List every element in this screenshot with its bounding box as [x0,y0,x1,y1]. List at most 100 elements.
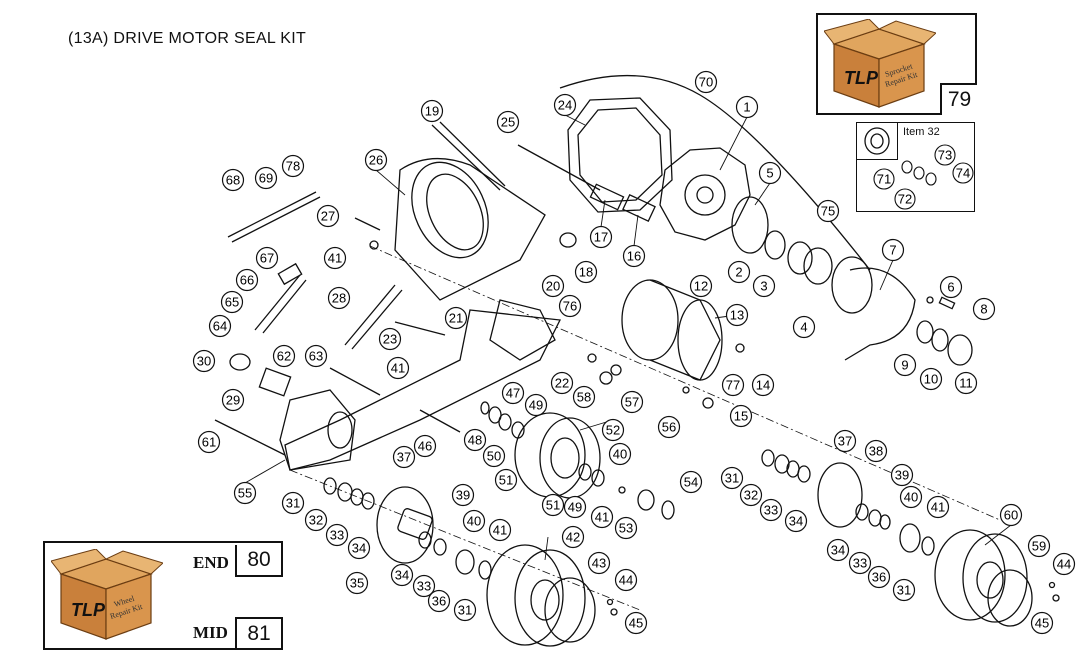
callout-13[interactable]: 13 [725,303,749,327]
callout-78[interactable]: 78 [281,154,305,178]
callout-35[interactable]: 35 [345,571,369,595]
mid-kit-number[interactable]: 81 [235,617,281,648]
callout-22[interactable]: 22 [550,371,574,395]
callout-40[interactable]: 40 [608,442,632,466]
callout-63[interactable]: 63 [304,344,328,368]
callout-7[interactable]: 7 [881,238,905,262]
callout-50[interactable]: 50 [482,444,506,468]
callout-12[interactable]: 12 [689,274,713,298]
callout-33[interactable]: 33 [848,551,872,575]
callout-41[interactable]: 41 [323,246,347,270]
callout-1[interactable]: 1 [735,95,759,119]
callout-61[interactable]: 61 [197,430,221,454]
callout-55[interactable]: 55 [233,481,257,505]
callout-33[interactable]: 33 [759,498,783,522]
callout-34[interactable]: 34 [826,538,850,562]
callout-36[interactable]: 36 [867,565,891,589]
callout-51[interactable]: 51 [541,493,565,517]
callout-68[interactable]: 68 [221,168,245,192]
callout-18[interactable]: 18 [574,260,598,284]
callout-67[interactable]: 67 [255,246,279,270]
callout-75[interactable]: 75 [816,199,840,223]
callout-10[interactable]: 10 [919,367,943,391]
callout-37[interactable]: 37 [833,429,857,453]
callout-34[interactable]: 34 [390,563,414,587]
callout-70[interactable]: 70 [694,70,718,94]
inset-callout-73[interactable]: 73 [934,144,956,166]
callout-25[interactable]: 25 [496,110,520,134]
callout-41[interactable]: 41 [488,518,512,542]
callout-33[interactable]: 33 [412,574,436,598]
callout-41[interactable]: 41 [926,495,950,519]
callout-60[interactable]: 60 [999,503,1023,527]
callout-58[interactable]: 58 [572,385,596,409]
callout-42[interactable]: 42 [561,525,585,549]
callout-16[interactable]: 16 [622,244,646,268]
callout-47[interactable]: 47 [501,381,525,405]
callout-2[interactable]: 2 [727,260,751,284]
callout-45[interactable]: 45 [624,611,648,635]
callout-6[interactable]: 6 [939,275,963,299]
callout-32[interactable]: 32 [304,508,328,532]
callout-15[interactable]: 15 [729,404,753,428]
callout-56[interactable]: 56 [657,415,681,439]
callout-46[interactable]: 46 [413,434,437,458]
callout-59[interactable]: 59 [1027,534,1051,558]
callout-31[interactable]: 31 [892,578,916,602]
callout-62[interactable]: 62 [272,344,296,368]
callout-69[interactable]: 69 [254,166,278,190]
callout-41[interactable]: 41 [590,505,614,529]
callout-44[interactable]: 44 [614,568,638,592]
callout-77[interactable]: 77 [721,373,745,397]
inset-callout-71[interactable]: 71 [873,168,895,190]
callout-11[interactable]: 11 [954,371,978,395]
callout-64[interactable]: 64 [208,314,232,338]
callout-53[interactable]: 53 [614,516,638,540]
inset-callout-72[interactable]: 72 [894,188,916,210]
callout-44[interactable]: 44 [1052,552,1076,576]
callout-65[interactable]: 65 [220,290,244,314]
wheel-repair-kit-box[interactable]: TLP Wheel Repair Kit END 80 MID 81 [43,541,283,650]
callout-43[interactable]: 43 [587,551,611,575]
callout-32[interactable]: 32 [739,483,763,507]
callout-26[interactable]: 26 [364,148,388,172]
callout-51[interactable]: 51 [494,468,518,492]
callout-39[interactable]: 39 [451,483,475,507]
callout-14[interactable]: 14 [751,373,775,397]
callout-23[interactable]: 23 [378,327,402,351]
callout-49[interactable]: 49 [563,495,587,519]
callout-34[interactable]: 34 [784,509,808,533]
callout-49[interactable]: 49 [524,393,548,417]
callout-17[interactable]: 17 [589,225,613,249]
callout-31[interactable]: 31 [720,466,744,490]
callout-24[interactable]: 24 [553,93,577,117]
callout-31[interactable]: 31 [281,491,305,515]
callout-66[interactable]: 66 [235,268,259,292]
callout-54[interactable]: 54 [679,470,703,494]
callout-36[interactable]: 36 [427,589,451,613]
callout-76[interactable]: 76 [558,294,582,318]
callout-34[interactable]: 34 [347,536,371,560]
callout-52[interactable]: 52 [601,418,625,442]
callout-39[interactable]: 39 [890,463,914,487]
inset-callout-74[interactable]: 74 [952,162,974,184]
callout-9[interactable]: 9 [893,353,917,377]
callout-21[interactable]: 21 [444,306,468,330]
callout-41[interactable]: 41 [386,356,410,380]
callout-8[interactable]: 8 [972,297,996,321]
callout-4[interactable]: 4 [792,315,816,339]
callout-30[interactable]: 30 [192,349,216,373]
end-kit-number[interactable]: 80 [235,545,281,577]
callout-5[interactable]: 5 [758,161,782,185]
callout-29[interactable]: 29 [221,388,245,412]
callout-40[interactable]: 40 [899,485,923,509]
callout-28[interactable]: 28 [327,286,351,310]
callout-3[interactable]: 3 [752,274,776,298]
sprocket-repair-kit-box[interactable]: TLP Sprocket Repair Kit 79 [816,13,977,115]
callout-45[interactable]: 45 [1030,611,1054,635]
callout-27[interactable]: 27 [316,204,340,228]
callout-19[interactable]: 19 [420,99,444,123]
callout-33[interactable]: 33 [325,523,349,547]
callout-31[interactable]: 31 [453,598,477,622]
callout-37[interactable]: 37 [392,445,416,469]
